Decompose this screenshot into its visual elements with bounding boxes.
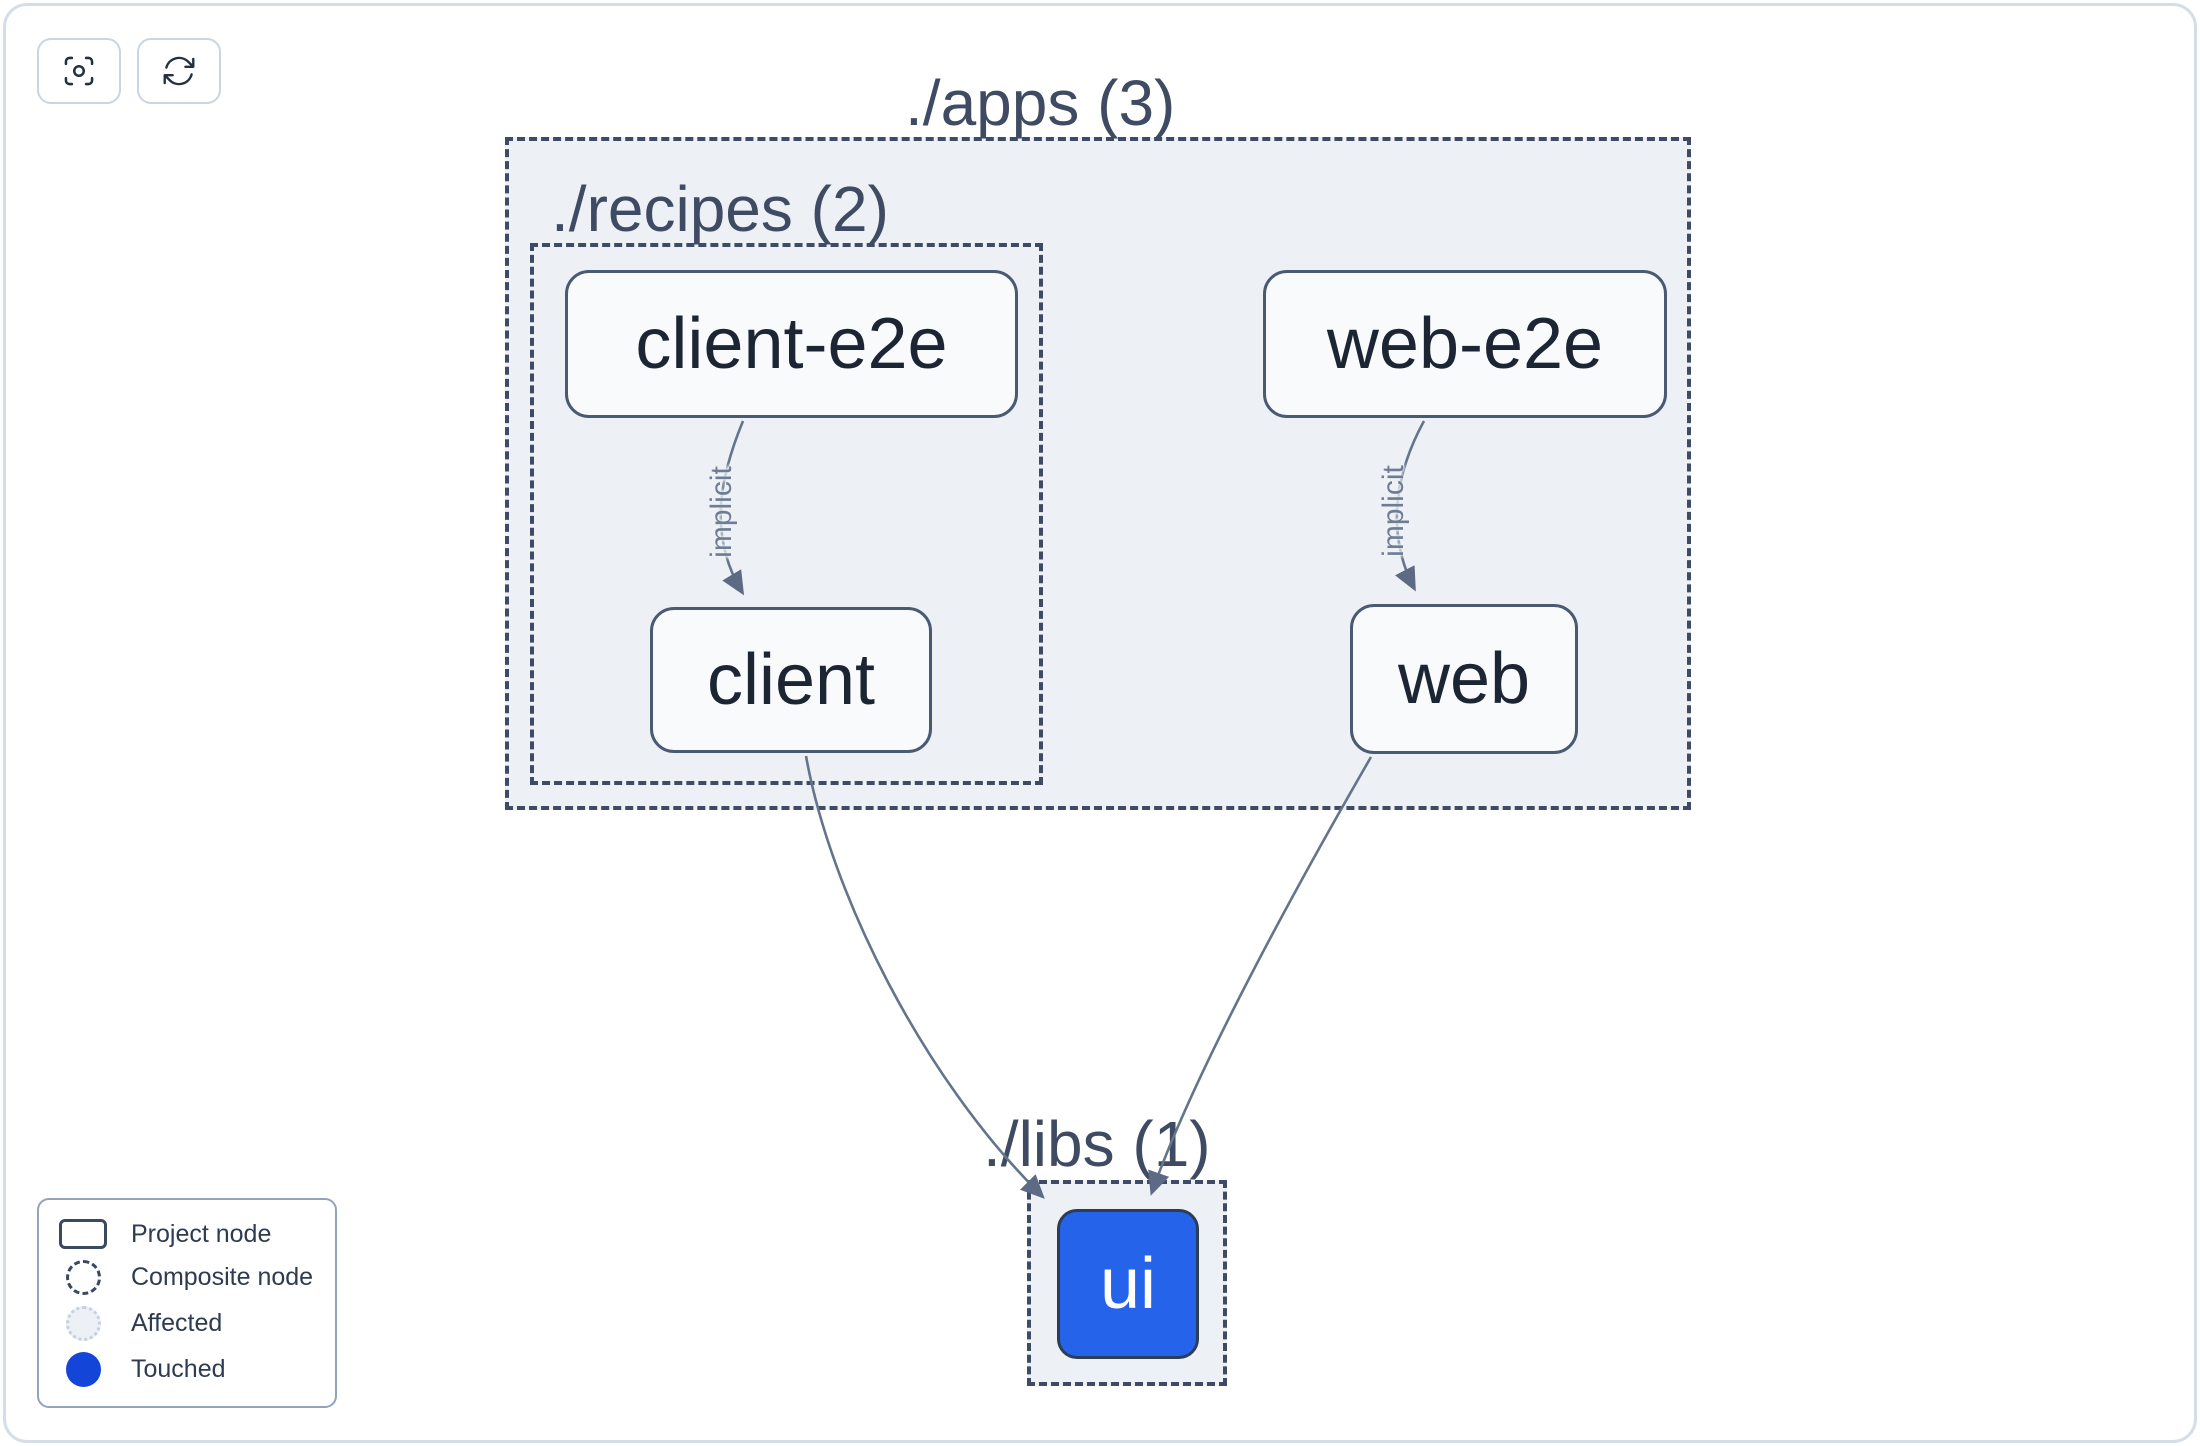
edge-web-to-ui[interactable] bbox=[1148, 756, 1373, 1196]
node-ui[interactable]: ui bbox=[1057, 1209, 1199, 1359]
group-label-apps: ./apps (3) bbox=[905, 67, 1176, 139]
legend-item-project-node: Project node bbox=[57, 1219, 317, 1250]
legend-panel: Project node Composite node Affected Tou… bbox=[37, 1198, 337, 1408]
composite-node-swatch bbox=[65, 1260, 101, 1296]
group-label-libs: ./libs (1) bbox=[983, 1108, 1211, 1180]
legend-item-composite-node: Composite node bbox=[57, 1260, 317, 1296]
edge-label-implicit-left: implicit bbox=[705, 466, 738, 558]
project-node-swatch bbox=[59, 1219, 107, 1250]
edge-label-implicit-right: implicit bbox=[1377, 465, 1410, 557]
node-web-e2e[interactable]: web-e2e bbox=[1263, 270, 1667, 418]
node-client-e2e[interactable]: client-e2e bbox=[565, 270, 1018, 418]
viewfinder-circle-icon bbox=[64, 56, 94, 86]
edge-web-e2e-to-web[interactable] bbox=[1395, 420, 1426, 592]
node-client[interactable]: client bbox=[650, 607, 932, 753]
focus-graph-button[interactable] bbox=[37, 38, 121, 104]
node-label: client-e2e bbox=[635, 304, 948, 384]
legend-label: Project node bbox=[131, 1219, 272, 1248]
affected-swatch bbox=[65, 1305, 101, 1341]
edge-client-e2e-to-client[interactable] bbox=[719, 420, 745, 596]
legend-label: Affected bbox=[131, 1308, 223, 1337]
node-label: client bbox=[706, 640, 876, 720]
legend-label: Touched bbox=[131, 1354, 226, 1383]
group-label-recipes: ./recipes (2) bbox=[551, 173, 889, 245]
node-label: web bbox=[1397, 639, 1531, 719]
node-label: web-e2e bbox=[1326, 304, 1604, 384]
node-label: ui bbox=[1099, 1244, 1157, 1324]
legend-label: Composite node bbox=[131, 1263, 314, 1292]
legend-item-affected: Affected bbox=[57, 1305, 317, 1341]
node-web[interactable]: web bbox=[1350, 604, 1578, 754]
refresh-graph-button[interactable] bbox=[137, 38, 221, 104]
legend-item-touched: Touched bbox=[57, 1351, 317, 1387]
edge-client-to-ui[interactable] bbox=[804, 755, 1045, 1199]
touched-swatch bbox=[65, 1351, 101, 1387]
refresh-icon bbox=[163, 56, 195, 86]
